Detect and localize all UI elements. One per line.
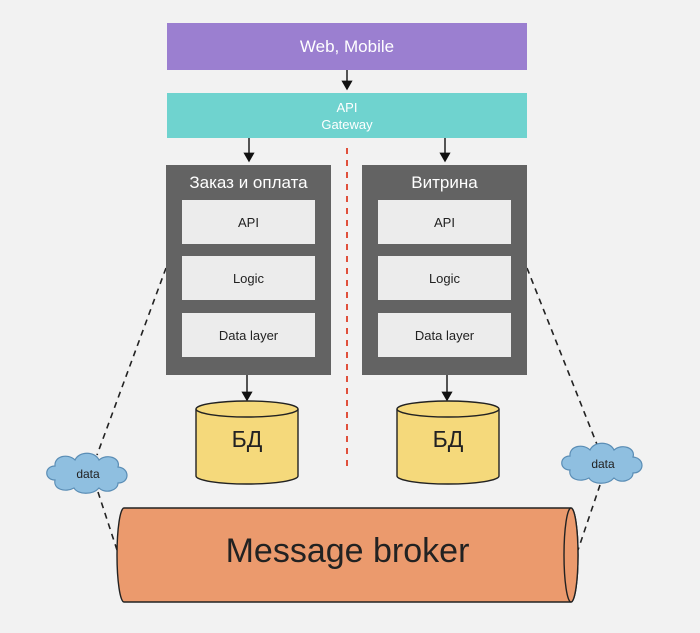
message-broker-label: Message broker: [225, 532, 470, 570]
layer-api: API: [378, 200, 511, 244]
right-service-broker-connector: [526, 267, 599, 448]
layer-api: API: [182, 200, 315, 244]
gateway-line1: API: [336, 99, 358, 115]
service-title: Витрина: [411, 173, 478, 192]
db-left-label: БД: [231, 426, 263, 452]
left-cloud-broker-connector: [97, 491, 118, 551]
db-right-label: БД: [432, 426, 464, 452]
layer-logic: Logic: [182, 256, 315, 300]
data-cloud-right: [561, 442, 643, 484]
data-cloud-left: [46, 452, 128, 494]
db-left-cylinder: [195, 400, 299, 485]
client-box: Web, Mobile: [167, 23, 527, 70]
service-storefront: Витрина API Logic Data layer: [362, 165, 527, 375]
cloud-right-label: data: [591, 457, 615, 471]
service-order-payment: Заказ и оплата API Logic Data layer: [166, 165, 331, 375]
left-service-broker-connector: [96, 267, 167, 456]
message-broker-cylinder: [116, 507, 579, 603]
api-gateway-box: API Gateway: [167, 93, 527, 138]
layer-data: Data layer: [182, 313, 315, 357]
client-label: Web, Mobile: [299, 36, 395, 56]
layer-logic: Logic: [378, 256, 511, 300]
right-cloud-broker-connector: [577, 484, 601, 551]
db-right-cylinder: [396, 400, 500, 485]
service-title: Заказ и оплата: [189, 173, 308, 192]
layer-data: Data layer: [378, 313, 511, 357]
cloud-left-label: data: [76, 467, 100, 481]
gateway-line2: Gateway: [321, 116, 373, 132]
